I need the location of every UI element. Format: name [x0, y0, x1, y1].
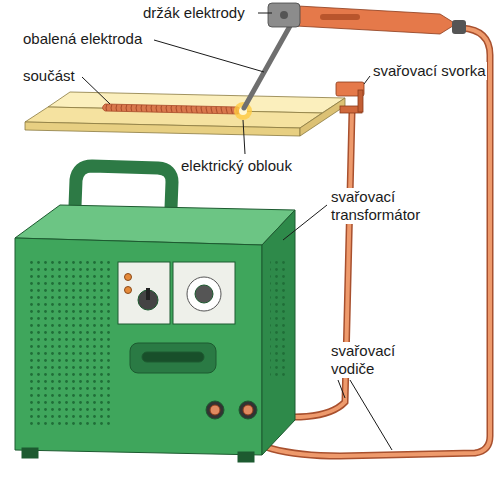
part-label: svařovací vodiče	[330, 342, 432, 378]
label-slot: elektrický oblouk	[180, 157, 293, 175]
part-label: držák elektrody	[142, 4, 246, 22]
leader-lines	[82, 13, 392, 450]
electrode-holder	[244, 3, 466, 108]
label-slot: svařovací vodiče	[330, 342, 432, 378]
part-label: obalená elektroda	[22, 30, 143, 48]
label-slot: svařovací svorka	[372, 62, 487, 80]
label-slot: součást	[22, 67, 76, 85]
part-label: součást	[22, 67, 76, 85]
label-slot: svařovací transformátor	[330, 188, 450, 224]
label-slot: držák elektrody	[142, 4, 246, 22]
part-label: svařovací svorka	[372, 62, 487, 80]
welding-transformer	[15, 166, 295, 462]
part-label: elektrický oblouk	[180, 157, 293, 175]
welding-clamp	[336, 82, 364, 113]
workpiece	[25, 92, 345, 136]
label-slot: obalená elektroda	[22, 30, 143, 48]
part-label: svařovací transformátor	[330, 188, 450, 224]
